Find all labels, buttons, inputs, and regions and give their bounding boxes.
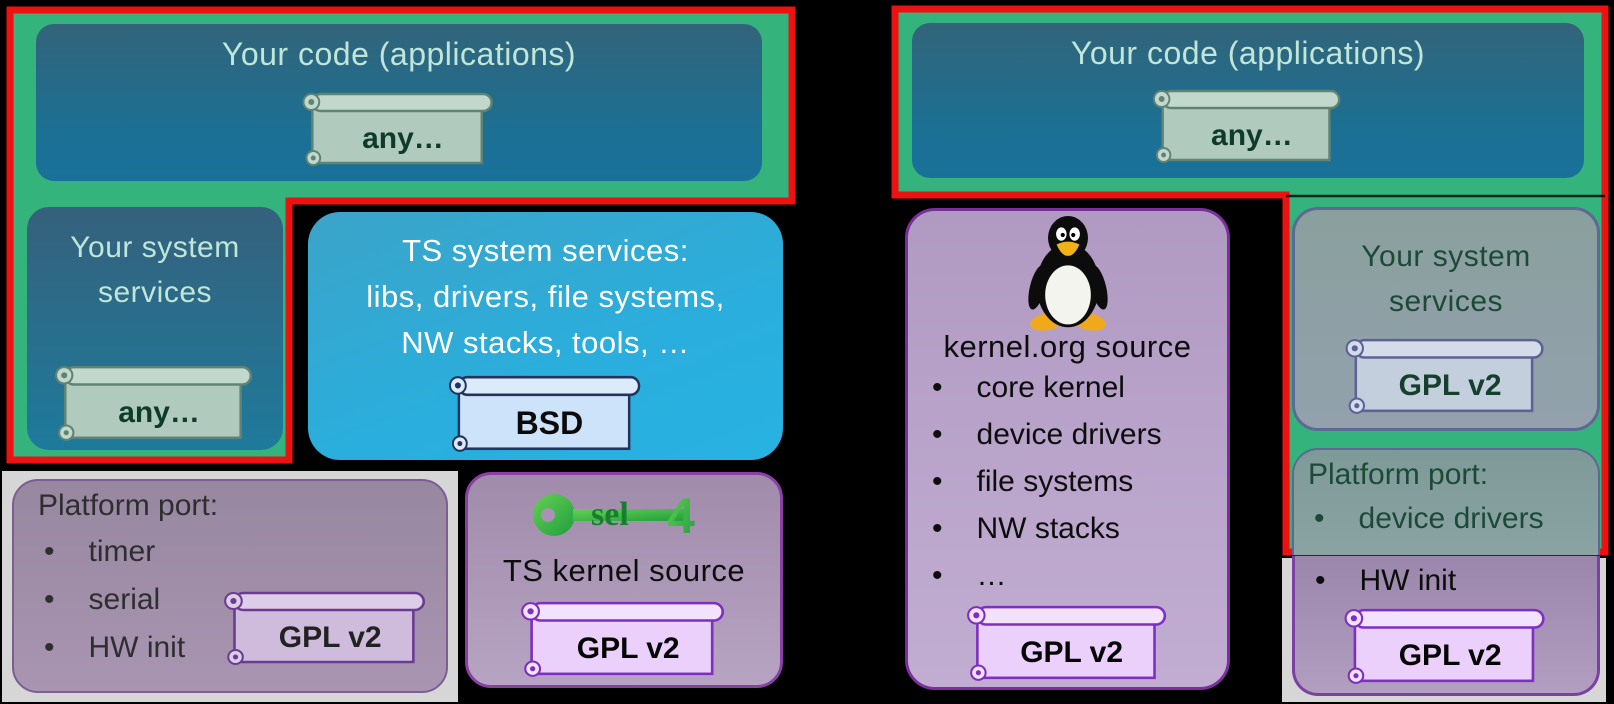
ts-kernel-license-scroll: GPL v2 (519, 599, 729, 681)
sel4-logo-text: sel (591, 496, 629, 533)
left-system-services-box: Your system services any… (27, 207, 283, 450)
sel4-logo-icon: sel 4 (533, 488, 695, 541)
left-platform-port-frame: Platform port: timer serial HW init GPL … (2, 471, 458, 702)
key-shaft (573, 509, 689, 521)
license-label: any… (118, 396, 200, 430)
right-system-services-license-scroll: GPL v2 (1344, 336, 1549, 418)
bullet-item: timer (44, 535, 185, 569)
bullet-item: … (932, 559, 1162, 593)
bullet-item: file systems (932, 465, 1162, 499)
left-your-code-title: Your code (applications) (221, 36, 577, 72)
left-system-services-license-scroll: any… (53, 363, 257, 445)
kernel-org-bullets: core kernel device drivers file systems … (932, 371, 1162, 593)
right-your-code-license-scroll: any… (1151, 87, 1345, 167)
tux-penguin-icon (1027, 215, 1108, 331)
bullet-item: HW init (44, 631, 186, 665)
scroll-icon (224, 591, 426, 665)
license-label: GPL v2 (1398, 639, 1502, 673)
license-label: GPL v2 (576, 632, 680, 666)
left-system-services-title: Your system services (70, 231, 240, 309)
license-label: any… (362, 121, 444, 155)
scroll-icon (1344, 608, 1545, 684)
ts-kernel-title: TS kernel source (502, 553, 746, 588)
bullet-item: NW stacks (932, 512, 1162, 546)
license-label: any… (1211, 118, 1293, 152)
left-platform-port-bullets: timer serial HW init (44, 535, 186, 679)
kernel-org-title: kernel.org source (943, 329, 1192, 364)
right-platform-port-box: Platform port: device drivers (1292, 448, 1600, 555)
right-platform-port-title: Platform port: (1308, 458, 1489, 491)
left-your-code-license-scroll: any… (301, 90, 498, 170)
right-your-code-box: Your code (applications) any… (912, 23, 1584, 178)
bullet-item: serial (44, 583, 185, 617)
ts-services-line1: TS system services: (402, 233, 689, 268)
kernel-org-license-scroll: GPL v2 (965, 603, 1171, 685)
license-label: BSD (515, 405, 584, 442)
ts-services-line2: libs, drivers, file systems, (366, 278, 725, 314)
license-label: GPL v2 (1020, 636, 1124, 670)
key-hole (541, 508, 555, 522)
ts-services-line3: NW stacks, tools, … (401, 324, 690, 360)
scroll-icon (966, 605, 1166, 681)
scroll-icon (302, 92, 493, 166)
sel4-logo-numeral: 4 (667, 488, 695, 541)
bullet-item: device drivers (932, 418, 1162, 452)
bullet-item: device drivers (1314, 502, 1544, 536)
left-your-code-box: Your code (applications) any… (36, 24, 762, 181)
ts-system-services-box: TS system services: libs, drivers, file … (308, 212, 783, 460)
right-hw-init-box: HW init GPL v2 (1292, 556, 1600, 696)
right-system-services-box: Your system services GPL v2 (1292, 207, 1600, 431)
scroll-icon (1152, 89, 1341, 163)
kernel-org-box: kernel.org source core kernel device dri… (905, 208, 1230, 690)
bullet-item: HW init (1315, 564, 1457, 598)
scroll-icon (1345, 338, 1544, 414)
right-your-code-title: Your code (applications) (1070, 35, 1426, 71)
right-system-services-title: Your system services (1361, 240, 1531, 318)
left-platform-port-title: Platform port: (38, 489, 219, 522)
scroll-icon (55, 365, 253, 441)
bullet-item: core kernel (932, 371, 1162, 405)
scroll-icon (521, 601, 725, 677)
ts-system-services-title: TS system services: libs, drivers, file … (308, 212, 783, 366)
license-label: GPL v2 (1398, 369, 1502, 403)
ts-services-license-scroll: BSD (447, 373, 645, 456)
ts-kernel-box: sel 4 TS kernel source GPL v2 (465, 472, 783, 688)
left-platform-port-box: Platform port: timer serial HW init GPL … (12, 479, 448, 693)
scroll-icon (448, 375, 640, 452)
license-label: GPL v2 (278, 620, 382, 654)
left-platform-license-scroll: GPL v2 (222, 589, 430, 669)
right-hw-init-license-scroll: GPL v2 (1343, 606, 1550, 688)
